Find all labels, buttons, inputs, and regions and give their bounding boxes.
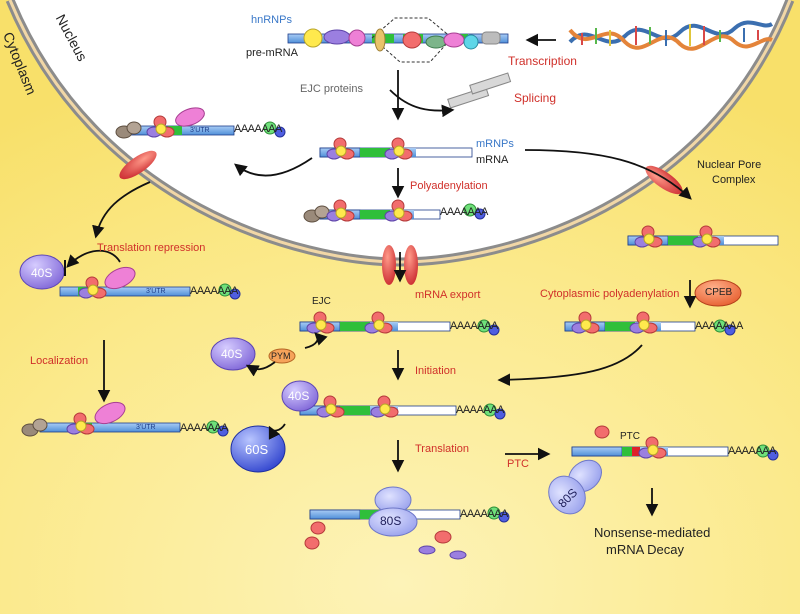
translation-repression-label: Translation repression <box>97 242 206 254</box>
npc-label-line2: Complex <box>712 174 756 186</box>
polyadenylation-label: Polyadenylation <box>410 180 488 192</box>
transcription-label: Transcription <box>508 54 577 68</box>
polya-tail-initiation: AAAAAAA <box>456 404 504 416</box>
pre-mrna-label: pre-mRNA <box>246 47 298 59</box>
polya-tail-export: AAAAAAA <box>450 320 498 332</box>
cytoplasmic-polyadenylation-label: Cytoplasmic polyadenylation <box>540 288 680 300</box>
poly-a-binding-proteins <box>206 121 779 523</box>
polya-tail-repressed: AAAAAAA <box>190 285 238 297</box>
arrow-60s-join <box>268 423 286 440</box>
utr-label-cytoplasm: 3'UTR <box>146 288 166 295</box>
polya-tail-translation: AAAAAAA <box>460 508 508 520</box>
ptc-process-label: PTC <box>507 458 529 470</box>
arrow-pym-bind <box>304 332 328 349</box>
ribosome-40s-pym <box>210 337 256 371</box>
ribosome-40s-top-label: 40S <box>31 266 53 280</box>
pre-mrna-strand <box>287 17 509 63</box>
arrow-to-npc <box>524 149 692 200</box>
utr-label-localized: 3'UTR <box>136 424 156 431</box>
arrow-repression-40s <box>66 249 121 268</box>
ejc-proteins-label: EJC proteins <box>300 83 363 95</box>
utr-label-nuclear: 3'UTR <box>190 127 210 134</box>
mrnp-repressed-nuclear <box>115 107 235 139</box>
process-arrows <box>66 33 697 517</box>
polya-tail-cytoplasmic: AAAAAAA <box>695 320 743 332</box>
initiation-label: Initiation <box>415 365 456 377</box>
npc-label-line1: Nuclear Pore <box>697 159 762 171</box>
nmd-label-line2: mRNA Decay <box>606 542 685 557</box>
arrow-cytoplasm-left <box>92 181 151 239</box>
pym-label: PYM <box>271 351 291 361</box>
arrow-splicing <box>389 89 455 118</box>
ptc-label: PTC <box>620 431 640 442</box>
ribosome-80s-label: 80S <box>380 514 402 528</box>
polya-tail-nuclear: AAAAAAA <box>440 206 488 218</box>
released-ejc-proteins <box>304 425 610 560</box>
ribosome-80s-ptc <box>548 459 602 515</box>
ribosome-40s-pym-label: 40S <box>221 347 243 361</box>
arrow-cytoplasmic-to-initiation <box>497 344 643 387</box>
dna-helix-icon <box>568 20 774 51</box>
mrnps-label: mRNPs <box>476 138 514 150</box>
polya-tail-localized: AAAAAAA <box>180 422 228 434</box>
arrow-to-repression <box>234 157 313 177</box>
localization-label: Localization <box>30 355 89 367</box>
arrow-pym-release <box>245 361 276 377</box>
ribosome-60s-label: 60S <box>245 442 269 457</box>
nmd-label-line1: Nonsense-mediated <box>594 525 711 540</box>
splicing-label: Splicing <box>514 91 557 105</box>
ribosome-40s-initiation <box>281 380 319 412</box>
hnrnps-label: hnRNPs <box>251 14 292 26</box>
spliced-introns <box>447 72 512 109</box>
pym-factor <box>268 348 296 364</box>
ribosome-80s-translating <box>368 486 418 537</box>
polya-tail-ptc: AAAAAAA <box>728 445 776 457</box>
ejc-complexes <box>66 115 721 459</box>
cpeb-label: CPEB <box>705 287 733 298</box>
mrna-label: mRNA <box>476 154 509 166</box>
nucleus-background <box>10 0 790 262</box>
cpeb-factor <box>694 279 742 307</box>
ejc-label: EJC <box>312 296 331 307</box>
polya-tail-nuclear-repressed: AAAAAAA <box>234 123 282 135</box>
mrna-export-label: mRNA export <box>415 289 481 301</box>
translation-label: Translation <box>415 443 470 455</box>
ribosome-40s-initiation-label: 40S <box>288 389 310 403</box>
